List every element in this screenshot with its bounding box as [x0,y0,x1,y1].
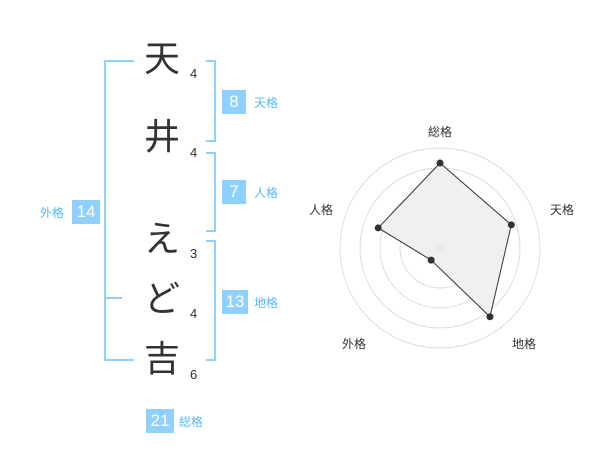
outer-bracket-divider [104,297,122,299]
stroke-count-1: 4 [190,66,198,81]
radar-point-1 [436,159,444,167]
radar-axis-label-soukaku: 総格 [428,125,453,139]
jinkaku-bracket [206,152,216,232]
outer-bracket [104,60,134,361]
jinkaku-label: 人格 [254,186,279,200]
tenkaku-value: 8 [222,90,246,114]
radar-axis-label-gaikaku: 外格 [342,337,367,351]
radar-point-5 [374,224,382,232]
name-char-3: え [143,219,180,260]
tenkaku-label: 天格 [254,96,279,110]
radar-grid-ring-1 [339,147,541,349]
chikaku-bracket [206,240,216,361]
radar-axis-label-jinkaku: 人格 [309,203,334,217]
tenkaku-bracket [206,60,216,142]
name-char-2: 井 [143,117,180,158]
chikaku-label: 地格 [254,296,279,310]
name-char-1: 天 [143,39,180,80]
radar-point-2 [507,221,515,229]
stroke-count-3: 3 [190,246,198,261]
chikaku-value: 13 [222,290,248,314]
soukaku-value: 21 [146,409,174,433]
stroke-count-2: 4 [190,145,198,160]
radar-data-polygon [377,162,512,318]
soukaku-label: 総格 [179,415,204,429]
radar-axis-label-tenkaku: 天格 [550,203,575,217]
name-char-5: 吉 [143,339,180,380]
radar-point-3 [486,313,494,321]
radar-point-4 [427,256,435,264]
stroke-count-5: 6 [190,367,198,382]
gaikaku-value: 14 [72,200,100,224]
gaikaku-label: 外格 [40,206,65,220]
stroke-count-4: 4 [190,306,198,321]
name-char-4: ど [143,279,180,320]
radar-axis-label-chikaku: 地格 [512,337,537,351]
jinkaku-value: 7 [222,180,246,204]
